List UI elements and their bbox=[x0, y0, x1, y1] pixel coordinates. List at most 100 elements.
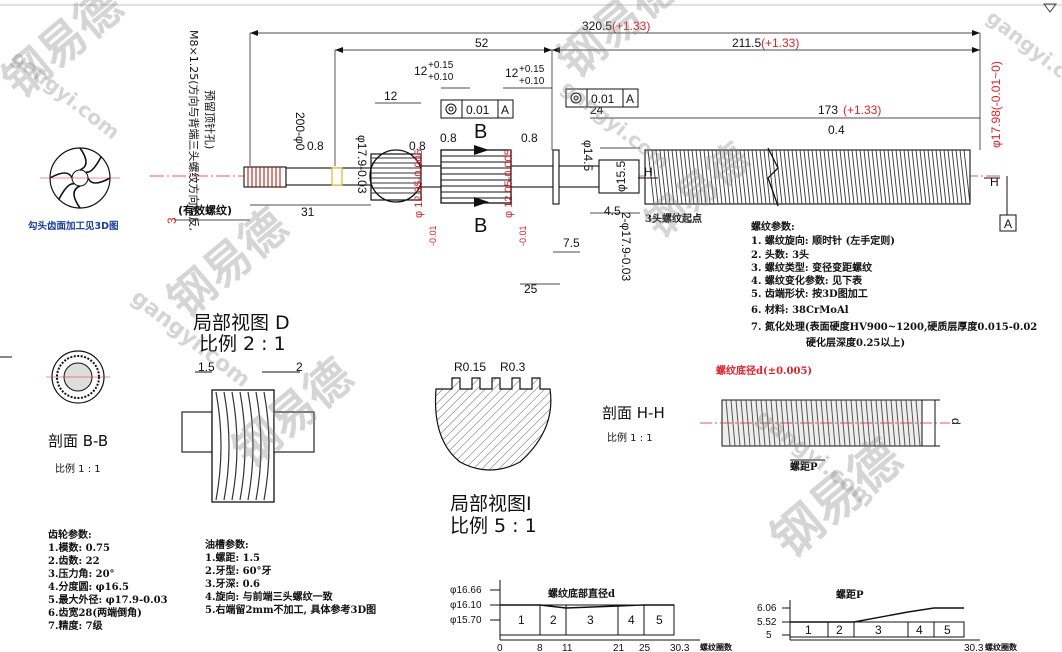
roughness-0-8-a: 0.8 bbox=[307, 139, 324, 153]
root-dia-seg: 5 bbox=[656, 613, 663, 627]
svg-text:A: A bbox=[1004, 217, 1012, 231]
detail-d-title: 局部视图 D bbox=[193, 312, 290, 334]
pitch-ytick: 5 bbox=[766, 630, 772, 641]
root-diameter-table: 螺纹底部直径d φ16.66 φ16.10 φ15.70 1 2 3 4 5 0… bbox=[450, 580, 733, 652]
thread-params-item: 5. 齿端形状: 按3D图加工 bbox=[751, 287, 868, 300]
detail-d-2: 2 bbox=[296, 360, 303, 374]
section-h-left: H bbox=[644, 165, 653, 179]
length-12-right: 12 bbox=[505, 66, 519, 80]
root-dia-xunit: 螺纹圈数 bbox=[700, 642, 733, 652]
root-dia-ytick: φ16.66 bbox=[450, 585, 482, 596]
pitch-xunit: 螺纹圈数 bbox=[985, 642, 1018, 652]
groove-params-item: 5.右端留2mm不加工, 具体参考3D图 bbox=[205, 603, 376, 616]
groove-params-item: 4.旋向: 与前端三头螺纹一致 bbox=[205, 590, 334, 603]
thread-spec-note: M8×1.25(方向与背端三头螺纹方向相反, bbox=[187, 30, 201, 231]
pitch-seg: 2 bbox=[836, 623, 843, 637]
section-bb-scale: 比例 1 : 1 bbox=[55, 462, 101, 475]
detail-i-r015: R0.15 bbox=[454, 360, 486, 374]
section-b-bottom: B bbox=[474, 215, 487, 237]
diameter-15-5: φ15.5 bbox=[614, 161, 628, 192]
root-dia-seg: 4 bbox=[628, 613, 635, 627]
tolerance-plus-left: +0.15 bbox=[428, 60, 454, 71]
dimension-arrows bbox=[250, 30, 980, 53]
section-b-top: B bbox=[474, 121, 487, 143]
root-diameter-label: 螺纹底径d(±0.005) bbox=[716, 364, 812, 377]
detail-i-r03: R0.3 bbox=[500, 360, 526, 374]
tolerance-minus-left: +0.10 bbox=[428, 72, 454, 83]
diameter-12-05-left: φ 12.05-0.005 bbox=[413, 149, 425, 218]
root-dia-ytick: φ16.10 bbox=[450, 600, 482, 611]
section-h-right: H bbox=[990, 175, 999, 189]
shaft-main-view bbox=[150, 145, 1000, 207]
tolerance-minus-right: +0.10 bbox=[519, 76, 545, 87]
pitch-seg: 1 bbox=[805, 623, 812, 637]
roughness-0-8-c: 0.8 bbox=[440, 131, 457, 145]
root-dia-ytick: φ15.70 bbox=[450, 615, 482, 626]
groove-params-title: 油槽参数: bbox=[205, 538, 249, 551]
section-hh-scale: 比例 1 : 1 bbox=[607, 431, 653, 444]
corner-triangle-icon bbox=[1043, 3, 1057, 13]
diameter-17-9-right: 2-φ17.9-0.03 bbox=[619, 212, 633, 281]
d-label: d bbox=[949, 418, 963, 425]
gear-params-item: 3.压力角: 20° bbox=[48, 567, 115, 580]
svg-text:A: A bbox=[501, 103, 509, 117]
dimension-lines bbox=[174, 32, 981, 285]
diameter-12-05-right-sub: -0.01 bbox=[518, 225, 528, 246]
length-211-5: 211.5 bbox=[732, 36, 761, 50]
thread-params-item: 硬化层深度0.25以上) bbox=[806, 336, 905, 349]
thread-params-item: 7. 氮化处理(表面硬度HV900~1200,硬质层厚度0.015-0.02 bbox=[751, 320, 1037, 333]
svg-text:A: A bbox=[626, 92, 634, 106]
detail-i-title: 局部视图I bbox=[450, 493, 532, 515]
gear-params-item: 4.分度圆: φ16.5 bbox=[48, 580, 129, 593]
root-dia-seg: 2 bbox=[550, 613, 557, 627]
length-31: 31 bbox=[301, 205, 315, 219]
tolerance-frame-left: 0.01 A bbox=[440, 99, 514, 119]
length-173: 173 bbox=[818, 103, 838, 117]
gear-params-block: 齿轮参数: 1.模数: 0.75 2.齿数: 22 3.压力角: 20° 4.分… bbox=[48, 528, 168, 632]
detail-d-1-5: 1.5 bbox=[198, 360, 215, 374]
root-dia-table-title: 螺纹底部直径d bbox=[548, 587, 615, 600]
diameter-12-05-left-sub: -0.01 bbox=[428, 225, 438, 246]
effective-thread-label: (有效螺纹) bbox=[178, 203, 232, 217]
hook-note: 勾头齿面加工见3D图 bbox=[28, 220, 119, 232]
svg-text:0.01: 0.01 bbox=[466, 103, 490, 117]
section-bb-view bbox=[0, 350, 110, 404]
thread-params-item: 3. 螺纹类型: 变径变距螺纹 bbox=[751, 261, 873, 274]
svg-text:0.01: 0.01 bbox=[591, 92, 615, 106]
thread-params-block: 螺纹参数: 1. 螺纹旋向: 顺时针 (左手定则) 2. 头数: 3头 3. 螺… bbox=[751, 220, 1037, 349]
length-4-5: 4.5 bbox=[604, 204, 621, 218]
tolerance-frame-right: 0.01 A bbox=[565, 88, 639, 108]
detail-i-scale: 比例 5 : 1 bbox=[450, 515, 537, 537]
root-dia-xtick: 0 bbox=[497, 643, 503, 652]
length-52: 52 bbox=[475, 36, 489, 50]
groove-params-item: 2.牙型: 60°牙 bbox=[205, 564, 272, 577]
root-dia-xtick: 11 bbox=[562, 643, 573, 652]
label-3: 3 bbox=[165, 217, 179, 224]
length-173-tolerance: (+1.33) bbox=[843, 103, 881, 117]
pitch-seg: 4 bbox=[916, 623, 923, 637]
root-dia-seg: 1 bbox=[518, 613, 525, 627]
datum-a-box: A bbox=[999, 176, 1017, 232]
length-25: 25 bbox=[524, 282, 538, 296]
groove-params-block: 油槽参数: 1.螺距: 1.5 2.牙型: 60°牙 3.牙深: 0.6 4.旋… bbox=[205, 538, 376, 616]
section-hh-title: 剖面 H-H bbox=[602, 404, 665, 422]
root-dia-xtick: 21 bbox=[613, 643, 625, 652]
pitch-table-title: 螺距P bbox=[836, 588, 864, 601]
pitch-seg: 5 bbox=[944, 623, 951, 637]
length-12-left: 12 bbox=[414, 64, 428, 78]
root-dia-seg: 3 bbox=[587, 613, 594, 627]
diameter-17-9: φ17.9-0.03 bbox=[355, 135, 369, 194]
roughness-0-8-d: 0.8 bbox=[521, 131, 538, 145]
root-dia-xtick: 25 bbox=[639, 643, 651, 652]
thread-params-item: 2. 头数: 3头 bbox=[751, 248, 809, 261]
gear-params-item: 5.最大外径: φ17.9-0.03 bbox=[48, 593, 168, 606]
gear-params-item: 7.精度: 7级 bbox=[48, 619, 104, 632]
tolerance-plus-right: +0.15 bbox=[519, 64, 545, 75]
overall-length: 320.5 bbox=[582, 19, 612, 33]
thread-params-item: 4. 螺纹变化参数: 见下表 bbox=[751, 274, 863, 287]
thread-params-item: 1. 螺纹旋向: 顺时针 (左手定则) bbox=[751, 234, 895, 247]
pitch-ytick: 6.06 bbox=[757, 603, 777, 614]
root-dia-xtick: 30.3 bbox=[670, 643, 690, 652]
diameter-12-05-right: φ 12.05-0.005 bbox=[503, 149, 515, 218]
detail-d-scale: 比例 2 : 1 bbox=[199, 333, 286, 355]
